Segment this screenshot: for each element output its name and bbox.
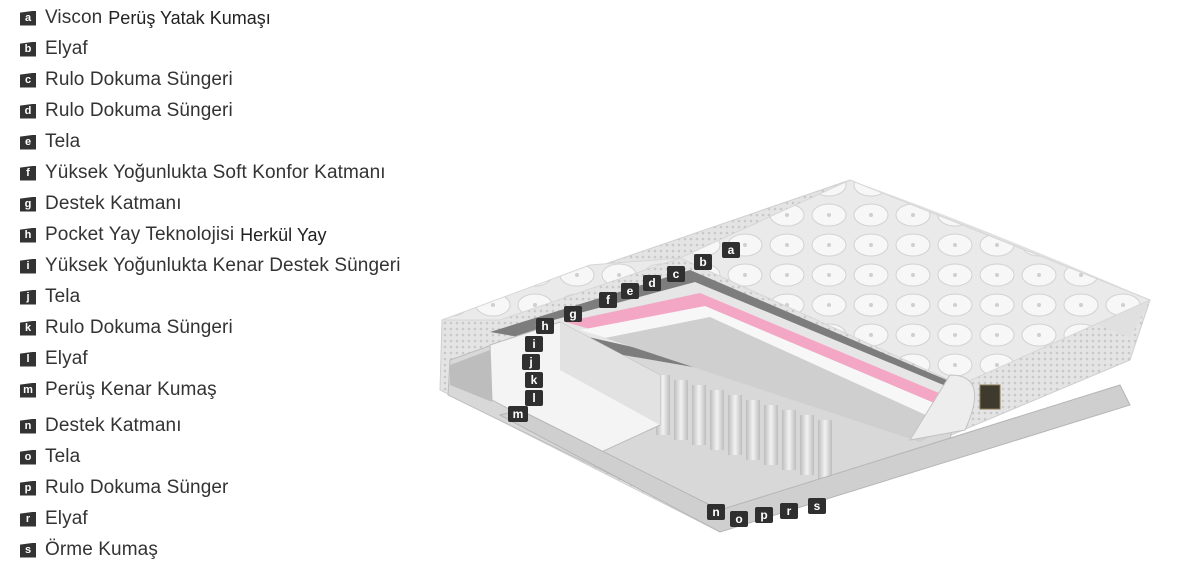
tag-d: d	[643, 275, 661, 291]
tag-n: n	[707, 504, 725, 520]
letter-s-badge: s	[20, 542, 36, 558]
legend-item-m: m Perüş Kenar Kumaş	[20, 377, 217, 403]
tag-r: r	[780, 503, 798, 519]
legend-label: Viscon	[45, 7, 103, 28]
legend-item-b: b Elyaf	[20, 36, 88, 62]
letter-i-badge: i	[20, 258, 36, 274]
legend-label: Destek Katmanı	[45, 415, 182, 436]
tag-j: j	[522, 354, 540, 370]
legend-item-n: n Destek Katmanı	[20, 413, 182, 439]
brand-label-icon	[979, 384, 1001, 410]
legend-label: Elyaf	[45, 508, 88, 529]
letter-f-badge: f	[20, 165, 36, 181]
legend-item-g: g Destek Katmanı	[20, 191, 182, 217]
legend-item-c: c Rulo Dokuma Süngeri	[20, 67, 233, 93]
legend-item-o: o Tela	[20, 444, 80, 470]
tag-n-text: n	[712, 505, 719, 519]
mattress-cutaway-diagram: a b c d e f g h	[430, 170, 1200, 562]
tag-l: l	[525, 390, 543, 406]
tag-h: h	[536, 318, 554, 334]
legend-item-e: e Tela	[20, 129, 80, 155]
tag-p: p	[755, 507, 773, 523]
legend-item-l: l Elyaf	[20, 346, 88, 372]
tag-b: b	[694, 254, 712, 270]
tag-h-text: h	[541, 319, 548, 333]
legend-label: Rulo Dokuma Süngeri	[45, 100, 233, 121]
letter-g-badge: g	[20, 196, 36, 212]
tag-k: k	[525, 372, 543, 388]
tag-e-text: e	[627, 284, 634, 298]
tag-c-text: c	[673, 267, 680, 281]
legend-label: Elyaf	[45, 348, 88, 369]
legend-item-s: s Örme Kumaş	[20, 537, 158, 563]
legend-label: Yüksek Yoğunlukta Kenar Destek Süngeri	[45, 255, 401, 276]
tag-b-text: b	[699, 255, 706, 269]
legend-label: Tela	[45, 286, 81, 307]
legend-extra: Perüş Yatak Kumaşı	[108, 7, 271, 28]
legend-item-h: h Pocket Yay Teknolojisi Herkül Yay	[20, 222, 327, 248]
legend-label: Elyaf	[45, 38, 88, 59]
legend-label: Destek Katmanı	[45, 193, 182, 214]
legend-item-a: a Viscon Perüş Yatak Kumaşı	[20, 5, 271, 31]
tag-f: f	[599, 292, 617, 308]
legend-item-j: j Tela	[20, 284, 80, 310]
legend-label: Tela	[45, 131, 81, 152]
letter-b-badge: b	[20, 41, 36, 57]
legend-label: Perüş Kenar Kumaş	[45, 379, 217, 400]
tag-m: m	[508, 406, 528, 422]
tag-f-text: f	[606, 293, 611, 307]
legend-label: Örme Kumaş	[45, 539, 158, 560]
legend-extra: Herkül Yay	[240, 224, 327, 245]
letter-m-badge: m	[20, 382, 36, 398]
letter-o-badge: o	[20, 449, 36, 465]
tag-d-text: d	[648, 276, 655, 290]
tag-a: a	[722, 242, 740, 258]
letter-a-badge: a	[20, 10, 36, 26]
legend-item-k: k Rulo Dokuma Süngeri	[20, 315, 233, 341]
tag-g: g	[564, 306, 582, 322]
tag-i: i	[525, 336, 543, 352]
tag-c: c	[667, 266, 685, 282]
tag-o: o	[730, 511, 748, 527]
legend-label: Rulo Dokuma Süngeri	[45, 69, 233, 90]
legend-label: Rulo Dokuma Süngeri	[45, 317, 233, 338]
letter-c-badge: c	[20, 72, 36, 88]
legend-item-f: f Yüksek Yoğunlukta Soft Konfor Katmanı	[20, 160, 386, 186]
legend-label: Tela	[45, 446, 81, 467]
tag-o-text: o	[735, 512, 742, 526]
letter-d-badge: d	[20, 103, 36, 119]
tag-k-text: k	[531, 373, 538, 387]
letter-p-badge: p	[20, 480, 36, 496]
tag-l-text: l	[532, 391, 535, 405]
letter-j-badge: j	[20, 289, 36, 305]
tag-r-text: r	[787, 504, 792, 518]
letter-k-badge: k	[20, 320, 36, 336]
tag-m-text: m	[513, 407, 524, 421]
tag-e: e	[621, 283, 639, 299]
tag-a-text: a	[728, 243, 735, 257]
tag-i-text: i	[532, 337, 535, 351]
legend-label: Rulo Dokuma Sünger	[45, 477, 229, 498]
legend-item-p: p Rulo Dokuma Sünger	[20, 475, 228, 501]
mattress-illustration: a b c d e f g h	[439, 179, 1152, 533]
tag-g-text: g	[569, 307, 576, 321]
legend-label: Yüksek Yoğunlukta Soft Konfor Katmanı	[45, 162, 386, 183]
legend-item-d: d Rulo Dokuma Süngeri	[20, 98, 233, 124]
letter-e-badge: e	[20, 134, 36, 150]
letter-r-badge: r	[20, 511, 36, 527]
legend-item-i: i Yüksek Yoğunlukta Kenar Destek Süngeri	[20, 253, 401, 279]
letter-h-badge: h	[20, 227, 36, 243]
tag-s-text: s	[814, 499, 821, 513]
legend-item-r: r Elyaf	[20, 506, 88, 532]
tag-p-text: p	[760, 508, 767, 522]
tag-s: s	[808, 498, 826, 514]
legend-label: Pocket Yay Teknolojisi	[45, 224, 235, 245]
letter-n-badge: n	[20, 418, 36, 434]
letter-l-badge: l	[20, 351, 36, 367]
tag-j-text: j	[528, 355, 532, 369]
